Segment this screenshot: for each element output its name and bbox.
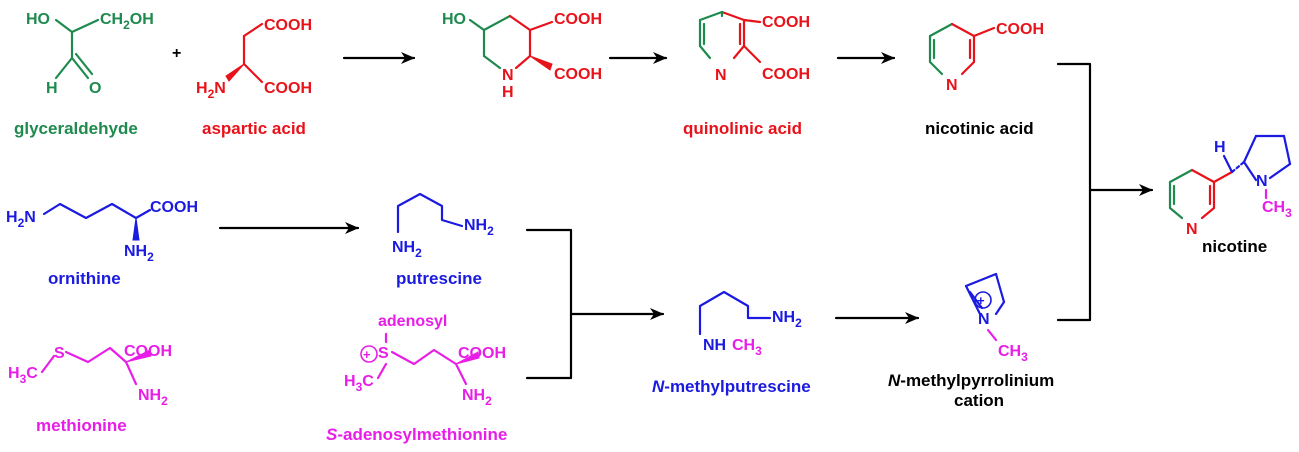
- label-n-methylputrescine: N-methylputrescine: [652, 377, 811, 396]
- label-quinolinic-acid: quinolinic acid: [683, 119, 802, 138]
- atom-adenosyl: adenosyl: [378, 313, 447, 330]
- bracket-final: [1056, 62, 1092, 322]
- atom-nh2-met: NH2: [138, 387, 168, 408]
- atom-nh2-orn: NH2: [124, 243, 154, 264]
- atom-cooh-q-bottom: COOH: [762, 66, 810, 83]
- positive-charge-n: [974, 291, 992, 309]
- label-cation: cation: [954, 391, 1004, 410]
- atom-h2n-orn: H2N: [6, 209, 36, 230]
- atom-ch3-nmp: CH3: [732, 337, 762, 358]
- label-ornithine: ornithine: [48, 269, 121, 288]
- n-methylputrescine-structure: NH2 NH CH3: [698, 290, 802, 358]
- atom-ch3-pyr: CH3: [998, 343, 1028, 364]
- svg-text:+: +: [363, 347, 371, 362]
- atom-n-ring: N: [502, 67, 514, 84]
- atom-h3c-sam: H3C: [344, 373, 374, 394]
- aspartic-acid-structure: COOH H2N COOH: [196, 17, 312, 101]
- atom-n-q: N: [715, 67, 727, 84]
- piperidine-intermediate-structure: HO COOH COOH N H: [442, 11, 602, 101]
- atom-cooh-top: COOH: [264, 17, 312, 34]
- atom-ho: HO: [26, 11, 50, 28]
- atom-cooh-met: COOH: [124, 343, 172, 360]
- atom-nh2-nmp: NH2: [772, 309, 802, 330]
- label-glyceraldehyde: glyceraldehyde: [14, 119, 138, 138]
- label-nicotinic-acid: nicotinic acid: [925, 119, 1034, 138]
- atom-n-pyr: N: [978, 311, 990, 328]
- atom-s-met: S: [54, 345, 65, 362]
- atom-n-na: N: [946, 77, 958, 94]
- nicotine-structure: N H N CH3: [1168, 134, 1292, 238]
- atom-s-sam: S: [378, 345, 389, 362]
- label-methionine: methionine: [36, 416, 127, 435]
- label-n-methylpyrrolinium: N-methylpyrrolinium: [888, 371, 1054, 390]
- atom-h-nicotine: H: [1214, 139, 1226, 156]
- positive-charge-s: [360, 345, 378, 363]
- atom-h2n: H2N: [196, 80, 226, 101]
- atom-cooh-bottom: COOH: [264, 80, 312, 97]
- atom-h: H: [46, 80, 58, 97]
- putrescine-structure: NH2 NH2: [392, 192, 494, 260]
- atom-ho-ring: HO: [442, 11, 466, 28]
- atom-n-nicotine-pyrrolidine: N: [1256, 173, 1268, 190]
- glyceraldehyde-structure: HO CH2OH H O: [26, 11, 154, 97]
- plus-sign: +: [172, 45, 181, 62]
- atom-nh2-put-a: NH2: [392, 239, 422, 260]
- atom-cooh-orn: COOH: [150, 199, 198, 216]
- atom-cooh-sam: COOH: [458, 345, 506, 362]
- atom-cooh-ring-bottom: COOH: [554, 66, 602, 83]
- atom-cooh-ring-top: COOH: [554, 11, 602, 28]
- bracket-putrescine-sam: [525, 228, 573, 380]
- atom-ch3-nicotine: CH3: [1262, 199, 1292, 220]
- atom-nh-nmp: NH: [703, 337, 726, 354]
- label-putrescine: putrescine: [396, 269, 482, 288]
- atom-h-ring: H: [502, 84, 514, 101]
- label-aspartic-acid: aspartic acid: [202, 119, 306, 138]
- quinolinic-acid-structure: COOH COOH N: [698, 10, 810, 84]
- sam-structure: adenosyl + S H3C COOH NH2: [344, 313, 506, 408]
- atom-nh2-sam: NH2: [462, 387, 492, 408]
- label-nicotine: nicotine: [1202, 237, 1267, 256]
- atom-cooh-na: COOH: [996, 21, 1044, 38]
- atom-nh2-put-b: NH2: [464, 217, 494, 238]
- svg-text:+: +: [977, 293, 985, 308]
- atom-cooh-q-top: COOH: [762, 14, 810, 31]
- atom-n-nicotine-pyridine: N: [1186, 221, 1198, 238]
- atom-h3c-met: H3C: [8, 365, 38, 386]
- nicotinic-acid-structure: COOH N: [928, 21, 1044, 94]
- ornithine-structure: H2N COOH NH2: [6, 199, 198, 264]
- atom-ch2oh: CH2OH: [100, 11, 154, 32]
- atom-o: O: [89, 80, 101, 97]
- methionine-structure: H3C S COOH NH2: [8, 343, 172, 408]
- n-methylpyrrolinium-structure: + N CH3: [964, 272, 1028, 364]
- label-s-adenosylmethionine: S-adenosylmethionine: [326, 425, 507, 444]
